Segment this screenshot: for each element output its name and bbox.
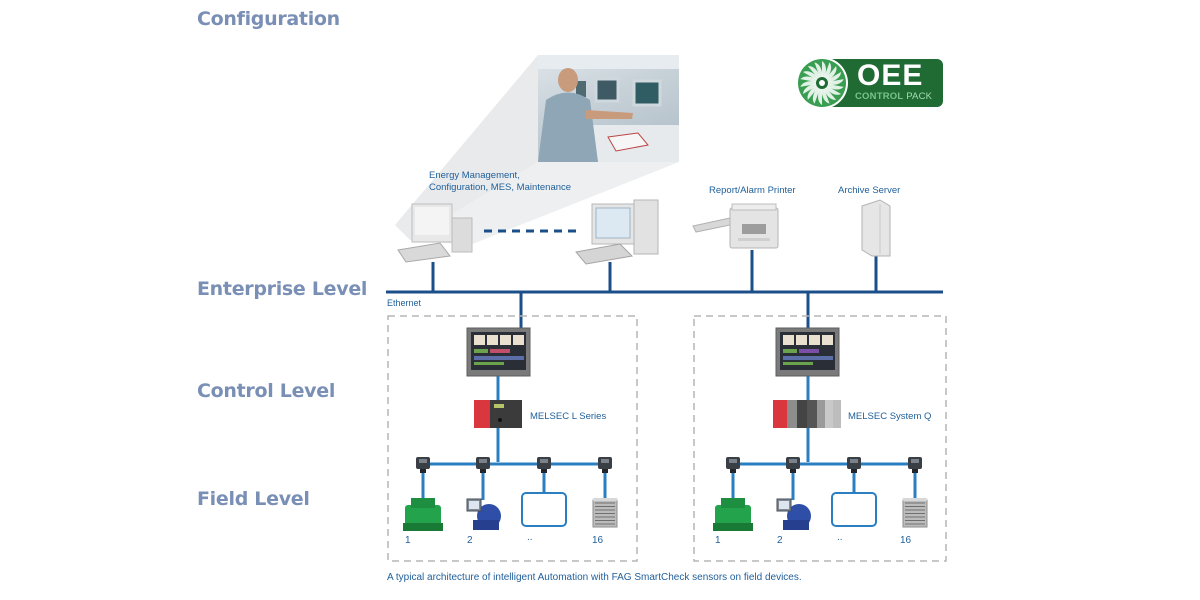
ethernet-label: Ethernet	[387, 298, 422, 308]
enterprise-level-label: Enterprise Level	[197, 278, 368, 300]
workstation-label-line1: Energy Management,	[429, 170, 520, 181]
empty-device-icon	[831, 492, 877, 527]
diagram-caption: A typical architecture of intelligent Au…	[387, 572, 802, 583]
control-level-label: Control Level	[197, 380, 336, 402]
motor-green-icon	[403, 498, 443, 531]
logo-subtitle-light: PACK	[903, 91, 933, 102]
left-device-number: 16	[592, 535, 604, 546]
oee-control-pack-logo: OEE CONTROL PACK	[795, 57, 943, 109]
left-device-number: 1	[405, 535, 411, 546]
logo-subtitle: CONTROL PACK	[855, 91, 932, 102]
smartcheck-sensor-icon	[476, 457, 490, 473]
workstation-2	[575, 199, 659, 265]
right-device-number: 16	[900, 535, 912, 546]
logo-title: OEE	[857, 59, 924, 92]
pump-blue-icon	[776, 498, 811, 530]
field-level-label: Field Level	[197, 488, 310, 510]
pump-blue-icon	[466, 498, 501, 530]
archive-server-label: Archive Server	[838, 185, 901, 196]
left-plc	[474, 400, 522, 428]
printer	[692, 203, 779, 249]
operator-photo	[538, 55, 679, 162]
archive-server	[861, 199, 891, 257]
right-cell-border	[693, 315, 947, 562]
smartcheck-sensor-icon	[726, 457, 740, 473]
configuration-level-label: Configuration	[197, 8, 340, 30]
left-device-number: ..	[527, 532, 533, 543]
right-device-number: ..	[837, 532, 843, 543]
smartcheck-sensor-icon	[598, 457, 612, 473]
motor-green-icon	[713, 498, 753, 531]
left-device-number: 2	[467, 535, 473, 546]
workstation-label-line2: Configuration, MES, Maintenance	[429, 182, 572, 193]
left-cell-border	[387, 315, 638, 562]
right-plc	[773, 400, 841, 428]
right-device-number: 1	[715, 535, 721, 546]
right-hmi-panel	[775, 327, 840, 377]
hvac-unit-icon	[592, 498, 618, 528]
smartcheck-sensor-icon	[786, 457, 800, 473]
logo-subtitle-strong: CONTROL	[855, 91, 904, 102]
workstation-1	[397, 203, 473, 263]
left-plc-label: MELSEC L Series	[530, 411, 607, 422]
smartcheck-sensor-icon	[847, 457, 861, 473]
hvac-unit-icon	[902, 498, 928, 528]
printer-label: Report/Alarm Printer	[709, 185, 796, 196]
smartcheck-sensor-icon	[537, 457, 551, 473]
right-plc-label: MELSEC System Q	[848, 411, 932, 422]
workstation-label: Energy Management, Configuration, MES, M…	[429, 170, 571, 194]
left-hmi-panel	[466, 327, 531, 377]
empty-device-icon	[521, 492, 567, 527]
right-device-number: 2	[777, 535, 783, 546]
smartcheck-sensor-icon	[416, 457, 430, 473]
projection-beam	[395, 55, 538, 240]
smartcheck-sensor-icon	[908, 457, 922, 473]
turbine-icon	[796, 57, 848, 109]
projection-beam-lower	[410, 162, 679, 245]
